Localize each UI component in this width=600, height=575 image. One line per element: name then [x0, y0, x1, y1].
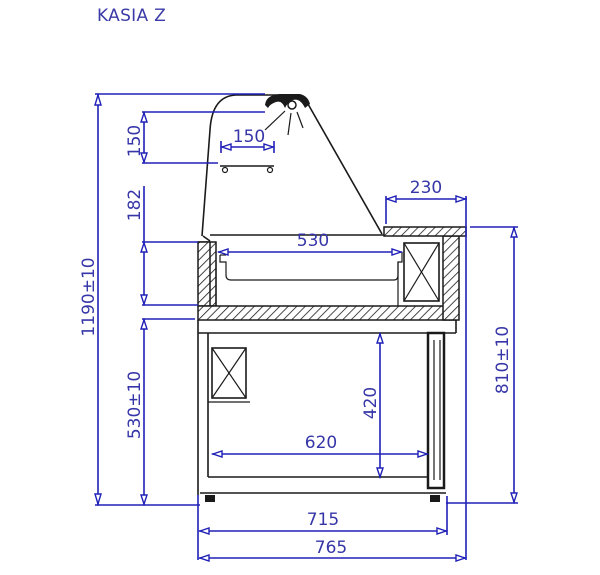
right-wall — [442, 235, 460, 321]
dimension-lines — [94, 92, 518, 562]
glass-canopy — [201, 94, 383, 242]
lamp-housing — [265, 94, 310, 108]
dim-total-depth: 765 — [315, 538, 347, 558]
evaporator-upper — [403, 242, 440, 302]
lamp-icon — [287, 100, 297, 110]
dim-storage-width: 620 — [305, 433, 337, 453]
well-floor — [197, 305, 457, 321]
dim-canopy-height: 150 — [125, 125, 145, 157]
dim-display-width: 530 — [297, 231, 329, 251]
product-title: KASIA Z — [97, 6, 167, 26]
dim-counter-height: 810±10 — [493, 326, 513, 394]
dim-storage-height: 420 — [361, 387, 381, 419]
dim-total-height: 1190±10 — [79, 257, 99, 336]
cabinet-outline — [197, 226, 467, 502]
left-wall — [197, 241, 211, 307]
dim-base-height: 530±10 — [125, 371, 145, 439]
front-foot — [205, 495, 215, 502]
top-shelf — [383, 226, 467, 237]
dim-body-depth: 715 — [307, 510, 339, 530]
rear-foot — [430, 495, 440, 502]
dim-lamp-width: 150 — [233, 127, 265, 147]
cabinet-door — [426, 331, 446, 490]
evaporator-lower — [211, 347, 247, 399]
dim-top-shelf-width: 230 — [410, 178, 442, 198]
dimension-labels: 150 150 182 230 530 1190±10 810±10 530±1… — [79, 125, 513, 558]
dim-glass-height: 182 — [125, 189, 145, 221]
